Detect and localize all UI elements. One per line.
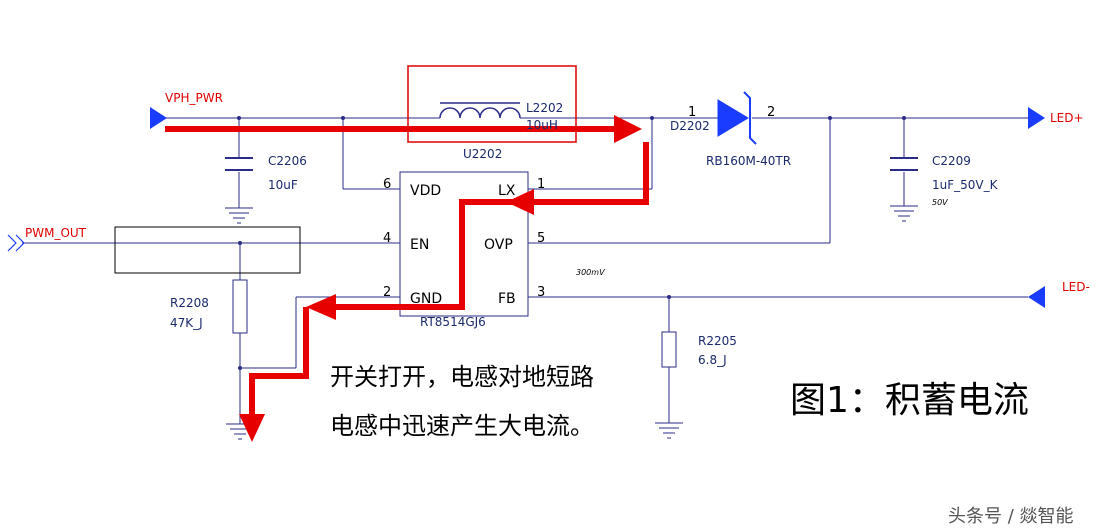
r2208-ref: R2208 (170, 296, 209, 310)
diode-ref: D2202 (670, 119, 710, 133)
c2209-ref: C2209 (932, 154, 971, 168)
pin-num-en: 4 (383, 231, 391, 246)
net-label-vph-pwr: VPH_PWR (165, 91, 223, 105)
pin-name-vdd: VDD (410, 183, 441, 199)
inductor-value: 10uH (526, 118, 558, 132)
ic-ref: U2202 (463, 147, 502, 161)
pin-num-ovp: 5 (537, 231, 545, 246)
fb-voltage-note: 300mV (576, 268, 605, 277)
pin-name-gnd: GND (410, 291, 442, 307)
pin-num-vdd: 6 (383, 177, 391, 192)
inductor-l2202 (439, 102, 521, 119)
resistor-r2205 (661, 331, 677, 368)
net-label-led-minus: LED- (1062, 280, 1090, 294)
pin-num-lx: 1 (537, 177, 545, 192)
pin-name-fb: FB (498, 291, 516, 307)
diode-part: RB160M-40TR (706, 154, 791, 168)
net-label-pwm-out: PWM_OUT (25, 226, 87, 240)
arrow-head (306, 294, 336, 320)
ground-icon (655, 422, 683, 439)
capacitor-c2206 (225, 157, 253, 171)
caption-line-1: 开关打开，电感对地短路 (330, 363, 594, 391)
ground-icon (225, 207, 253, 224)
c2209-value: 1uF_50V_K (932, 178, 999, 192)
caption-line-2: 电感中迅速产生大电流。 (330, 412, 594, 440)
net-label-led-plus: LED+ (1050, 111, 1084, 125)
figure-title: 图1：积蓄电流 (790, 380, 1029, 421)
r2205-ref: R2205 (698, 334, 737, 348)
r2208-value: 47K_J (170, 316, 203, 330)
diode-pin1: 1 (688, 105, 696, 120)
inductor-ref: L2202 (526, 101, 563, 115)
c2209-note: 50V (932, 198, 948, 207)
c2206-value: 10uF (268, 178, 298, 192)
pin-num-gnd: 2 (383, 285, 391, 300)
led-plus-port-icon (1028, 107, 1045, 129)
c2206-ref: C2206 (268, 154, 307, 168)
led-minus-port-icon (1028, 286, 1045, 308)
r2205-value: 6.8_J (698, 353, 727, 367)
schottky-diode-icon (717, 91, 757, 145)
ground-icon (890, 205, 918, 222)
ic-part-number: RT8514GJ6 (420, 315, 486, 329)
inductor-highlight-box (407, 65, 577, 143)
arrow-head (614, 115, 642, 143)
pin-num-fb: 3 (537, 285, 545, 300)
resistor-r2208 (232, 279, 248, 334)
pin-name-ovp: OVP (484, 237, 513, 253)
pin-name-en: EN (410, 237, 429, 253)
junction-dots (237, 116, 906, 370)
diode-pin2: 2 (767, 105, 775, 120)
current-path-arrows (165, 115, 649, 442)
watermark: 头条号 / 燚智能 (948, 506, 1074, 527)
vph-pwr-port-icon (150, 107, 167, 129)
pwm-port-icon (7, 234, 25, 252)
arrow-head (239, 414, 265, 442)
capacitor-c2209 (890, 157, 918, 171)
pwm-highlight-box (114, 226, 301, 274)
pin-name-lx: LX (498, 183, 516, 199)
